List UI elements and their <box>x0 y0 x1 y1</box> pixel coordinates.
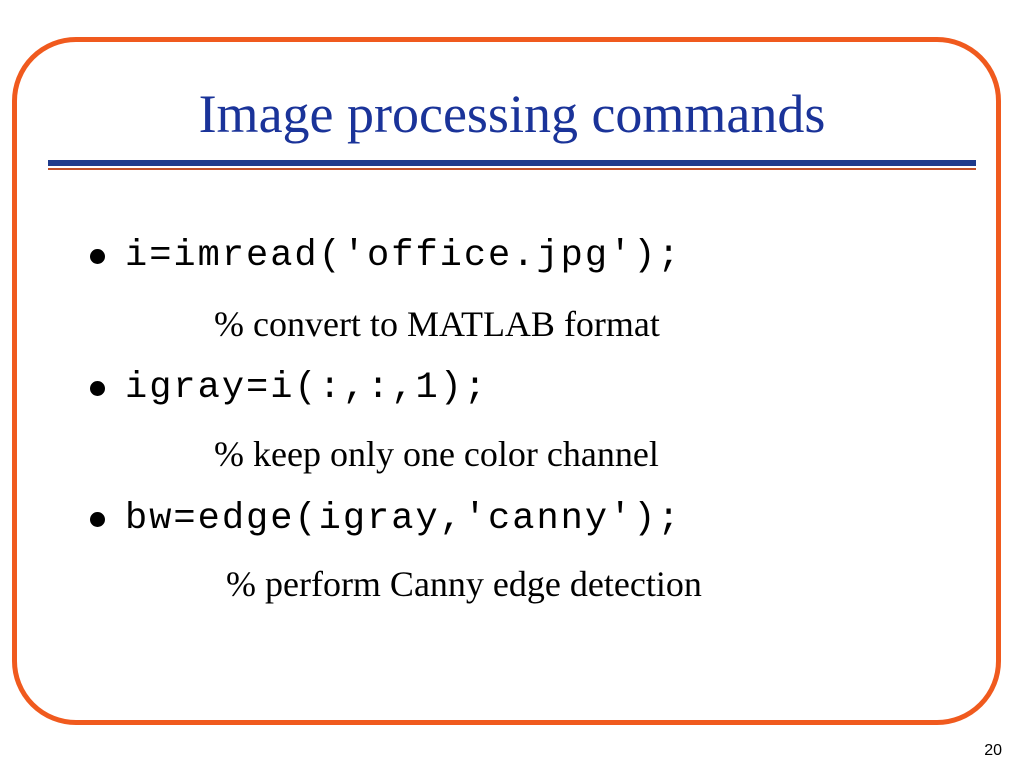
bullet-item-2: igray=i(:,:,1); <box>90 366 488 410</box>
title-underline-gap <box>48 166 976 168</box>
comment-line-2: % keep only one color channel <box>214 434 659 474</box>
bullet-dot-icon <box>90 248 105 264</box>
comment-line-1: % convert to MATLAB format <box>214 304 660 344</box>
slide-frame <box>12 37 1001 725</box>
code-line-2: igray=i(:,:,1); <box>125 367 489 409</box>
bullet-item-3: bw=edge(igray,'canny'); <box>90 497 682 541</box>
title-underline-orange <box>48 168 976 170</box>
bullet-dot-icon <box>90 511 105 527</box>
title-underline-blue <box>48 160 976 166</box>
page-number: 20 <box>984 742 1002 759</box>
code-line-1: i=imread('office.jpg'); <box>125 235 682 277</box>
comment-line-3: % perform Canny edge detection <box>226 564 702 604</box>
bullet-item-1: i=imread('office.jpg'); <box>90 234 682 278</box>
bullet-dot-icon <box>90 380 105 396</box>
code-line-3: bw=edge(igray,'canny'); <box>125 498 682 540</box>
slide-title: Image processing commands <box>198 84 826 144</box>
